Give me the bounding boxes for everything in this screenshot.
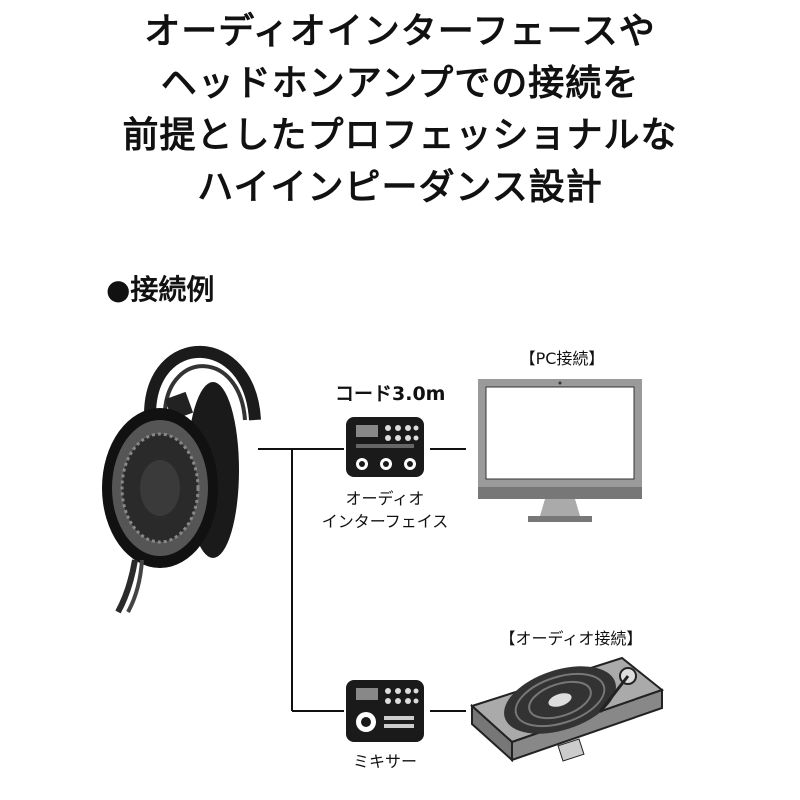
headline-line-4: ハイインピーダンス設計 <box>197 167 603 208</box>
section-title: ●接続例 <box>106 273 215 306</box>
audio-interface-icon <box>346 417 424 477</box>
interface-label-line1: オーディオ <box>345 489 425 508</box>
headphones-icon <box>102 345 261 614</box>
headline: オーディオインターフェースや ヘッドホンアンプでの接続を 前提としたプロフェッシ… <box>0 6 800 214</box>
turntable-icon <box>470 656 665 763</box>
pc-connection-label: 【PC接続】 <box>519 349 605 368</box>
connection-lines <box>258 448 466 712</box>
audio-connection-label: 【オーディオ接続】 <box>499 629 643 648</box>
mixer-icon <box>346 680 424 742</box>
headline-line-3: 前提としたプロフェッショナルな <box>122 115 678 156</box>
headline-line-2: ヘッドホンアンプでの接続を <box>160 63 640 104</box>
interface-label-line2: インターフェイス <box>321 512 449 531</box>
monitor-icon <box>478 379 642 522</box>
cord-length-label: コード3.0m <box>335 383 446 405</box>
headline-line-1: オーディオインターフェースや <box>144 11 656 52</box>
mixer-label: ミキサー <box>352 752 417 771</box>
